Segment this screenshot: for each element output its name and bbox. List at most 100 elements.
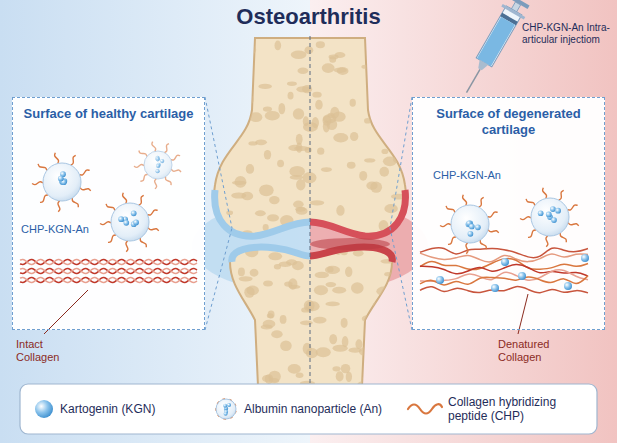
chp-strand [479, 197, 484, 207]
bone-pore [373, 301, 387, 308]
bone-pore [321, 167, 332, 172]
needle [467, 69, 481, 92]
bone-pore [391, 100, 401, 108]
bone-pore [312, 92, 321, 98]
nanoparticle [134, 142, 181, 189]
chp-strand [72, 198, 78, 207]
nanoparticles [32, 142, 589, 292]
bone-pore [293, 108, 304, 119]
chp-strand [139, 195, 144, 205]
chp-strand [32, 182, 43, 185]
bone-pore [278, 103, 285, 114]
collagen-fiber [420, 287, 588, 293]
particle-label: CHP-KGN-An [21, 223, 89, 235]
panel-heading: Surface of degenerated cartilage [423, 106, 594, 138]
chp-strand [171, 169, 181, 172]
kgn-dot [227, 403, 231, 407]
kgn-dot [156, 164, 160, 168]
bone-pore [268, 371, 280, 383]
bone-pore [333, 133, 348, 142]
chp-strand [80, 188, 91, 191]
bone-pore [296, 143, 302, 153]
bone-pore [325, 266, 340, 274]
released-kgn [518, 272, 526, 280]
tibia [230, 247, 392, 386]
bone-pore [247, 286, 259, 296]
bone-pore [330, 107, 339, 119]
chp-strand [108, 235, 116, 242]
bone-pore [241, 44, 256, 56]
chp-strand [520, 217, 531, 220]
bone-pore [332, 287, 346, 294]
kgn-dot [551, 217, 557, 223]
zoom-panel: Surface of degenerated cartilageCHP-KGN-… [412, 97, 605, 330]
bone-pore [384, 272, 391, 276]
bone-pore [288, 92, 294, 100]
chp-strand [446, 206, 455, 213]
bone-pore [263, 280, 273, 286]
bone-pore [346, 371, 352, 382]
bone-pore [329, 56, 336, 62]
released-kgn [564, 282, 572, 290]
degenerated-cartilage [310, 190, 405, 236]
chp-icon [408, 404, 442, 413]
chp-strand [140, 238, 146, 247]
bone-pore [375, 116, 385, 126]
chp-strand [526, 199, 535, 206]
chp-strand [80, 170, 90, 175]
divider-line [310, 36, 311, 384]
bone-pore [258, 84, 271, 89]
bone-pore [274, 264, 281, 269]
bone-pore [241, 192, 253, 201]
chp-strand [100, 222, 111, 225]
kgn-dot [160, 159, 164, 163]
bone-pore [332, 366, 340, 371]
bone-pore [315, 100, 323, 110]
bone-pore [255, 139, 267, 145]
bone-pore [259, 184, 274, 196]
chp-strand [463, 195, 467, 206]
chp-strand [55, 153, 59, 164]
chp-strand [528, 230, 536, 237]
bone-pore [229, 355, 245, 360]
kgn-dot [555, 208, 561, 214]
chp-strand [165, 177, 171, 185]
bone-pore [336, 371, 344, 381]
bone-pore [230, 124, 246, 130]
bone-pore [327, 267, 333, 273]
legend-box [20, 384, 597, 434]
kgn-dot [118, 216, 124, 222]
bone-pore [361, 65, 369, 69]
bone-pore [322, 63, 335, 73]
bone-pore [336, 205, 344, 216]
kgn-icon [35, 400, 53, 418]
bone-pore [296, 207, 308, 215]
bone-pore [304, 300, 315, 312]
bone-pore [364, 158, 375, 162]
collagen-fiber [420, 276, 588, 285]
panel-ground [12, 97, 205, 330]
bone-pore [316, 347, 331, 357]
bone-pore [359, 171, 367, 181]
bone-pore [380, 105, 388, 111]
bone-pore [214, 85, 221, 92]
albumin-sphere [111, 203, 149, 241]
bone-pore [317, 148, 324, 155]
bone-pore [268, 311, 275, 319]
bone-pore [314, 285, 328, 295]
bone-pore [293, 201, 304, 209]
bone-pore [244, 45, 251, 49]
bone-pore [365, 325, 374, 330]
bone-pore [240, 35, 254, 47]
chp-strand [171, 155, 180, 160]
bone-pore [379, 167, 389, 177]
bone-pore [316, 41, 325, 48]
kgn-dot [58, 176, 64, 182]
zoom-panel: Surface of healthy cartilageCHP-KGN-An [12, 97, 205, 330]
bone-pore [368, 71, 377, 78]
bone-pore [359, 347, 372, 356]
chp-strand [139, 150, 147, 156]
bone-texture [210, 35, 406, 240]
bone-pore [210, 133, 221, 137]
bone-pore [249, 112, 262, 122]
